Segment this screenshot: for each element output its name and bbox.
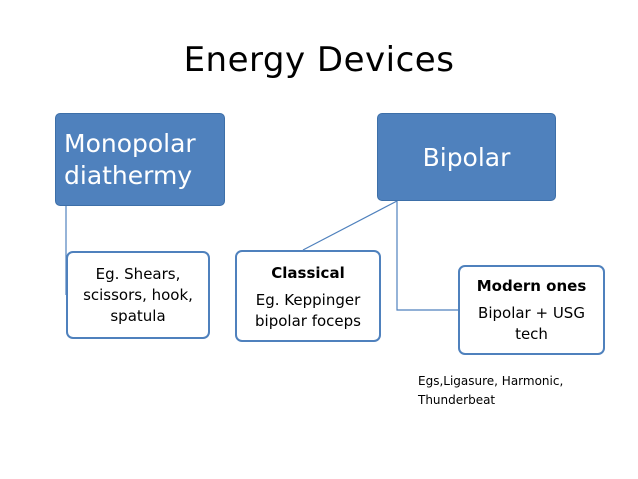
classical-node: Classical Eg. Keppinger bipolar foceps [235,250,381,342]
bipolar-label: Bipolar [422,142,511,172]
monopolar-diathermy-node: Monopolar diathermy [55,113,225,206]
modern-heading: Modern ones [476,277,587,295]
monopolar-label-line2: diathermy [64,160,193,190]
monopolar-examples-text: Eg. Shears, scissors, hook, spatula [83,264,193,325]
bipolar-node: Bipolar [377,113,556,201]
monopolar-examples-node: Eg. Shears, scissors, hook, spatula [66,251,210,339]
classical-text: Eg. Keppinger bipolar foceps [255,291,361,330]
modern-ones-node: Modern ones Bipolar + USG tech [458,265,605,355]
examples-note-line1: Egs,Ligasure, Harmonic, [418,374,564,388]
connector-bipolar-classical [302,200,398,251]
modern-text: Bipolar + USG tech [478,304,585,343]
classical-heading: Classical [271,264,345,282]
page-title: Energy Devices [183,40,455,80]
examples-note: Egs,Ligasure, Harmonic, Thunderbeat [418,372,618,410]
connector-bipolar-modern [396,201,458,311]
examples-note-line2: Thunderbeat [418,393,496,407]
monopolar-label-line1: Monopolar [64,128,196,158]
